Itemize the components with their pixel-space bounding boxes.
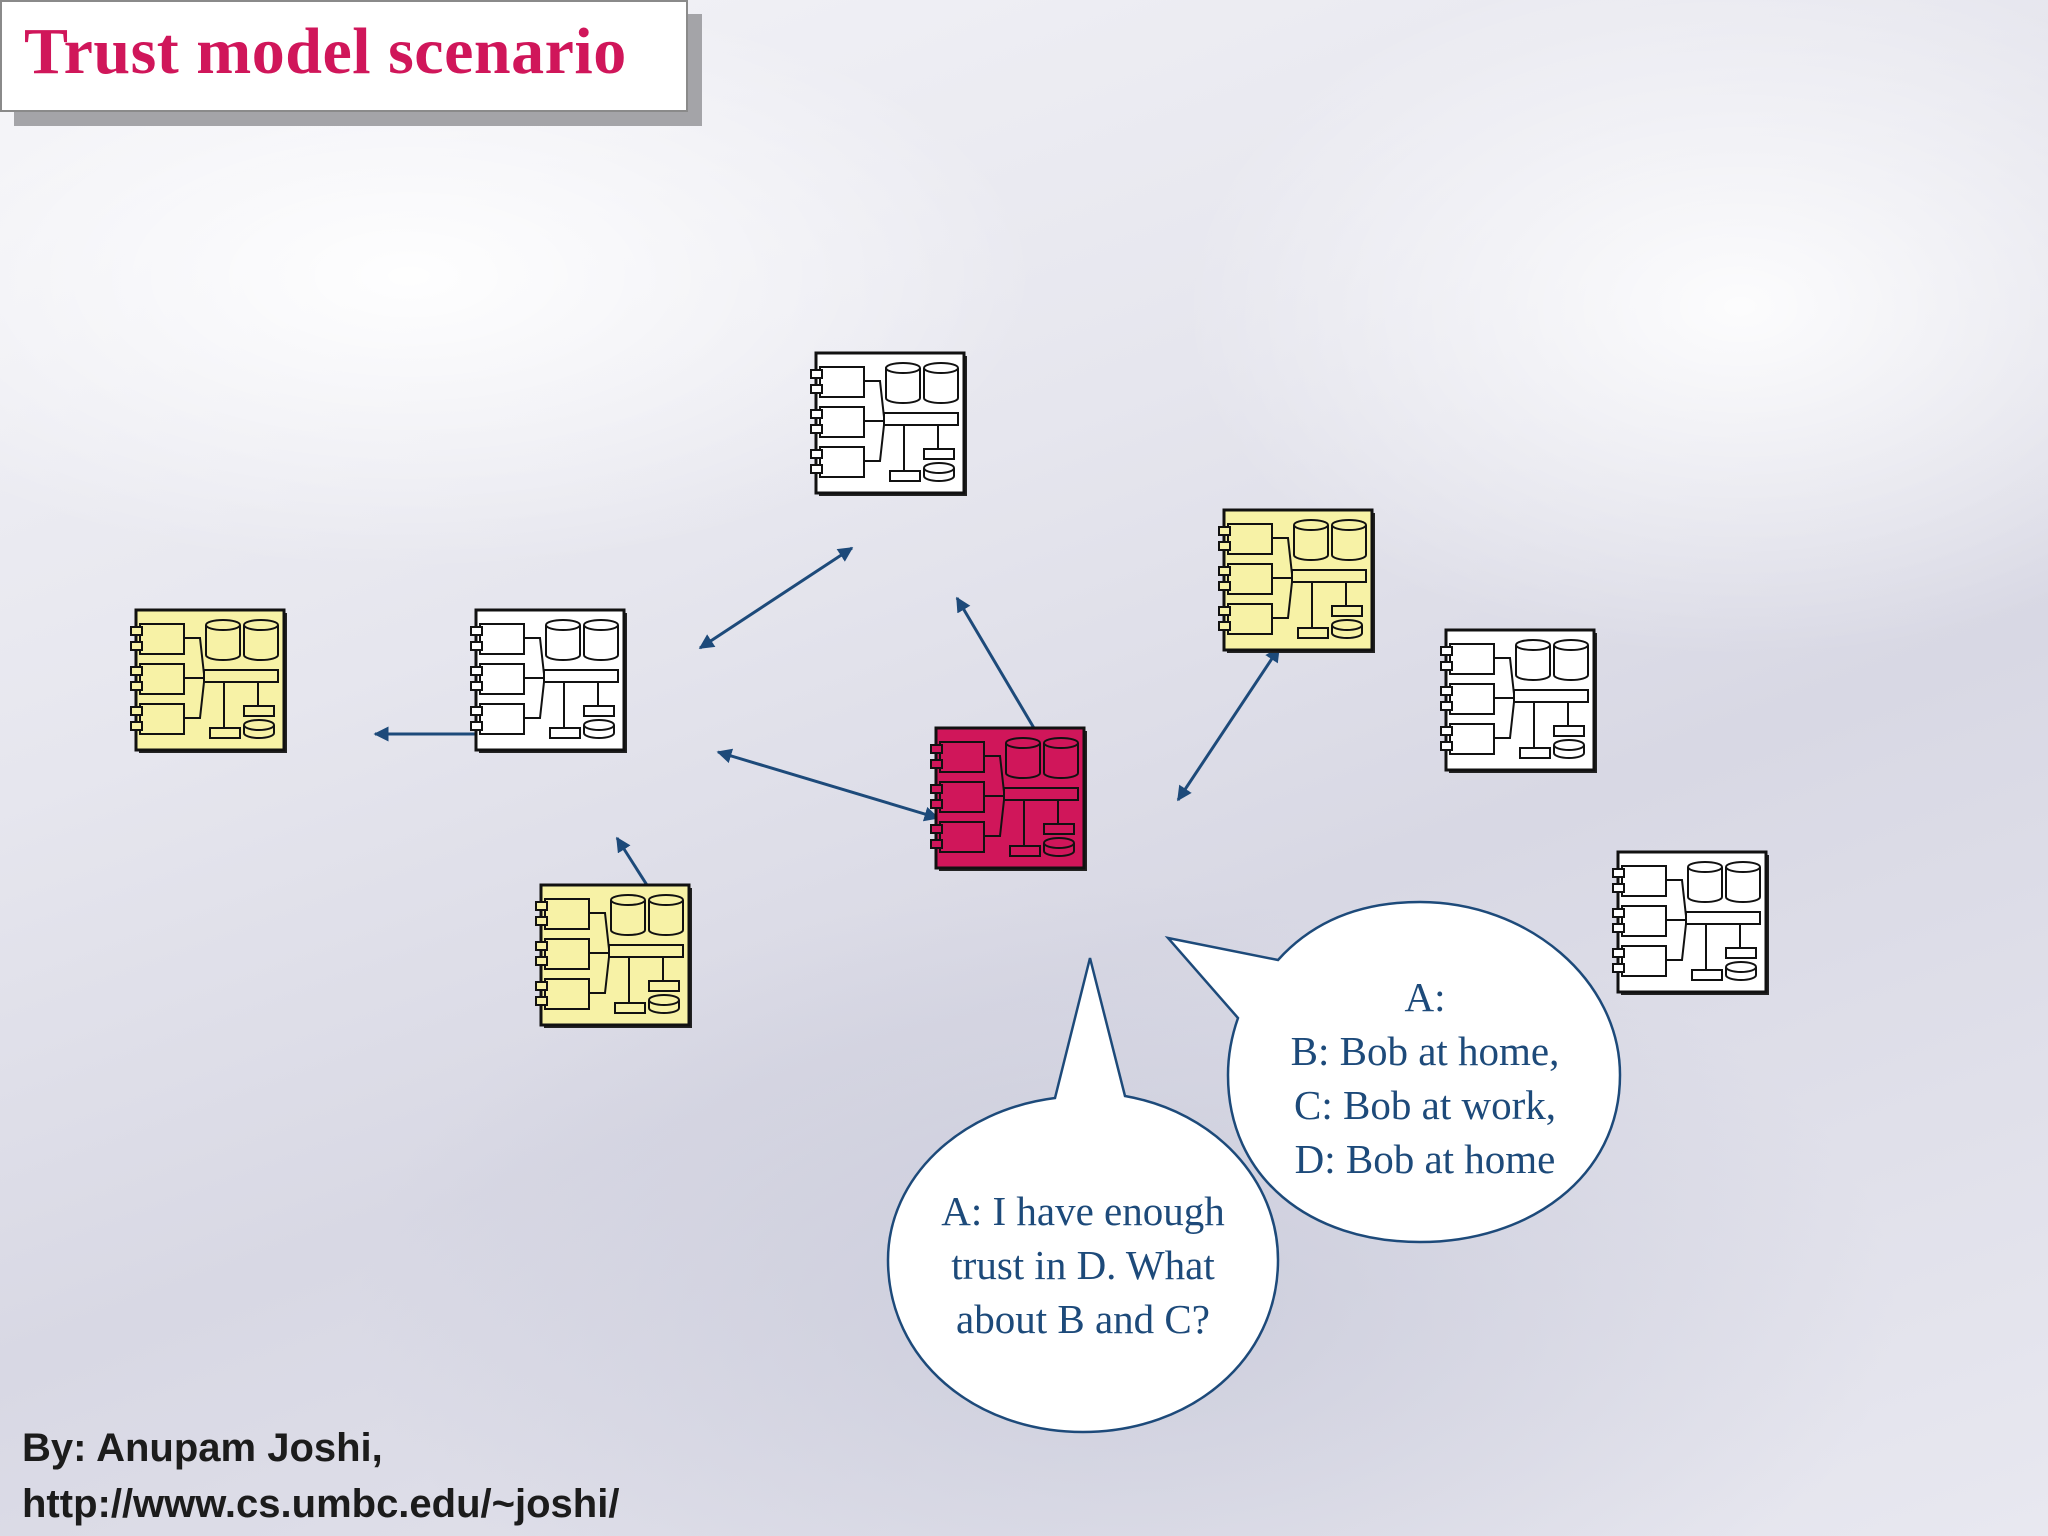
credit: By: Anupam Joshi, http://www.cs.umbc.edu…: [22, 1420, 619, 1532]
opinion-line-a: A:: [1404, 974, 1446, 1020]
thought-line-3: about B and C?: [956, 1296, 1210, 1342]
node-top-white: [810, 351, 967, 496]
node-a-highlighted: [930, 726, 1087, 871]
edge-center-white-to-a-highlighted: [716, 748, 940, 822]
opinions-bubble-text: A: B: Bob at home, C: Bob at work, D: Bo…: [1240, 970, 1610, 1186]
node-far-right-white: [1612, 850, 1769, 995]
node-right-yellow: [1218, 508, 1375, 653]
bubbles-layer: [886, 900, 1622, 1434]
title-box: Trust model scenario: [0, 0, 688, 112]
edge-center-white-to-top-white: [698, 546, 854, 650]
opinion-line-d: D: Bob at home: [1294, 1136, 1556, 1182]
node-right-white: [1440, 628, 1597, 773]
node-left-yellow: [130, 608, 287, 753]
node-center-white: [470, 608, 627, 753]
thought-line-2: trust in D. What: [951, 1242, 1215, 1288]
slide-title: Trust model scenario: [24, 15, 627, 88]
thought-bubble-text: A: I have enough trust in D. What about …: [893, 1184, 1273, 1346]
opinion-line-c: C: Bob at work,: [1294, 1082, 1556, 1128]
credit-author: By: Anupam Joshi,: [22, 1426, 383, 1470]
opinions-speech-bubble: [1164, 900, 1622, 1244]
node-bottom-yellow: [535, 883, 692, 1028]
thought-speech-bubble: [886, 957, 1280, 1434]
edge-a-highlighted-to-right-yellow: [1176, 646, 1281, 802]
opinion-line-b: B: Bob at home,: [1290, 1028, 1560, 1074]
credit-url[interactable]: http://www.cs.umbc.edu/~joshi/: [22, 1482, 620, 1526]
thought-line-1: A: I have enough: [941, 1188, 1225, 1234]
nodes-layer: [130, 351, 1769, 1028]
